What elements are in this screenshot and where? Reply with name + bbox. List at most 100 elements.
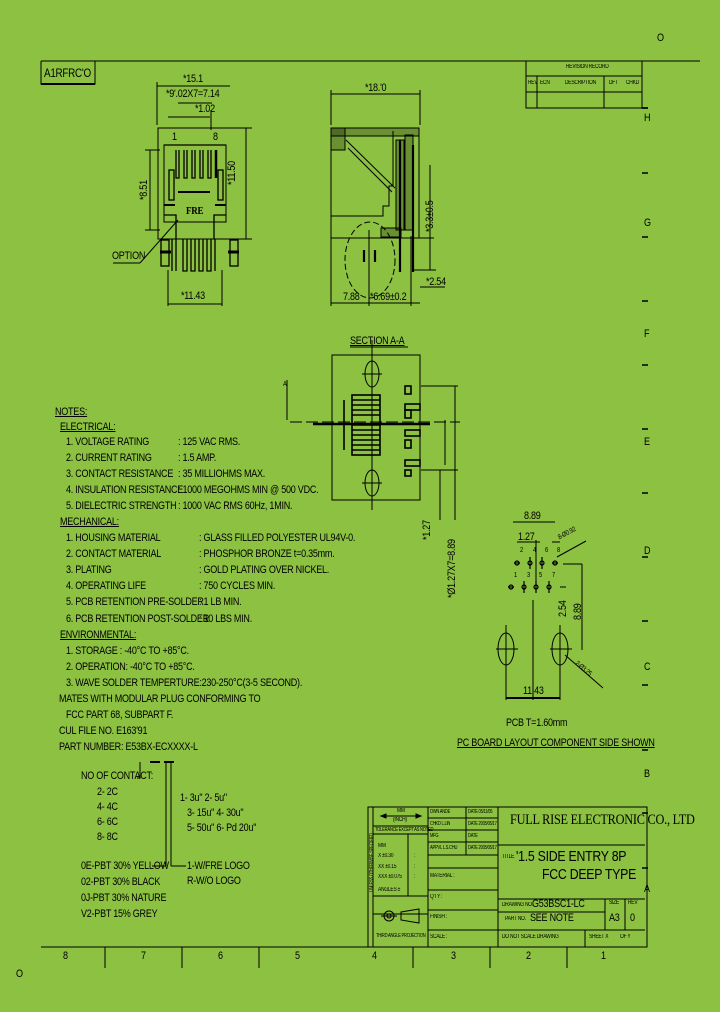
pcb-dim-span: 8.89 (524, 510, 541, 522)
tol-row-4: XXX ±0.075 (378, 874, 402, 880)
pin-label-1: 1 (172, 131, 177, 143)
mechanical-label-5: 5. PCB RETENTION PRE-SOLDER (66, 596, 204, 608)
mechanical-value-2: : PHOSPHOR BRONZE t=0.35mm. (199, 548, 335, 560)
dwn: DWN ANDE (430, 809, 451, 815)
material: MATERIAL : (430, 873, 455, 879)
pcb-caption: PC BOARD LAYOUT COMPONENT SIDE SHOWN (457, 737, 655, 749)
row-label-g: G (644, 217, 651, 229)
chkd: CHKD L.LIN (430, 821, 451, 827)
mates-line-1: MATES WITH MODULAR PLUG CONFORMING TO (59, 693, 261, 705)
revision-col-rev: REV (528, 80, 538, 86)
revision-col-ecn: ECN (540, 80, 550, 86)
notes-heading: NOTES: (55, 406, 88, 418)
mechanical-value-5: : 1 LB MIN. (199, 596, 242, 608)
environmental-item-1: 1. STORAGE : -40°C TO +85°C. (66, 645, 189, 657)
size-value: A3 (609, 912, 620, 924)
logo-option-1: 1-W/FRE LOGO (187, 860, 250, 872)
electrical-value-2: : 1.5 AMP. (178, 452, 217, 464)
option-label: OPTION (112, 250, 146, 262)
dim-height: *11.50 (226, 161, 238, 185)
contacts-option-2: 2- 2C (97, 786, 118, 798)
pcb-pin-3: 3 (527, 572, 530, 579)
pcb-pin-7: 7 (552, 572, 555, 579)
revision-col-description: DESCRIPTION (565, 80, 596, 86)
environmental-item-3: 3. WAVE SOLDER TEMPERTURE:230-250°C(3-5 … (66, 677, 303, 689)
mechanical-value-1: : GLASS FILLED POLYESTER UL94V-0. (199, 532, 356, 544)
pcb-pin-8: 8 (557, 547, 560, 554)
electrical-value-4: : 1000 MEGOHMS MIN @ 500 VDC. (178, 484, 319, 496)
mechanical-label-2: 2. CONTACT MATERIAL (66, 548, 162, 560)
row-label-f: F (644, 328, 650, 340)
col-label-8: 8 (63, 950, 68, 962)
col-label-5: 5 (295, 950, 300, 962)
tol-row-2: X ±0.30 (378, 853, 394, 859)
size-label: SIZE (609, 900, 619, 906)
sheet-number: SHEET X (589, 934, 609, 940)
rev-value: 0 (630, 912, 635, 924)
tol-row-2-value: : (414, 853, 416, 859)
tol-row-3: XX ±0.15 (378, 864, 397, 870)
corner-mark-bottom: O (16, 968, 23, 980)
pcb-dim-height: 8.89 (572, 603, 584, 620)
pcb-dim-pitch: 1.27 (518, 531, 535, 543)
row-label-h: H (644, 112, 651, 124)
contacts-option-4: 4- 4C (97, 801, 118, 813)
color-option-3: 0J-PBT 30% NATURE (81, 892, 167, 904)
environmental-item-2: 2. OPERATION: -40°C TO +85°C. (66, 661, 195, 673)
pcb-dim-row-gap: 2.54 (557, 600, 569, 617)
row-label-c: C (644, 661, 651, 673)
chkd-date: DATE 2005/05/17 (468, 821, 497, 827)
col-label-3: 3 (451, 950, 456, 962)
appr: APPVL L.S.CHU (430, 845, 458, 851)
drawing-no-label: DRAWING NO. (502, 902, 534, 908)
plating-options-3: 5- 50u" 6- Pd 20u" (187, 822, 257, 834)
color-option-2: 02-PBT 30% BLACK (81, 876, 161, 888)
col-label-2: 2 (526, 950, 531, 962)
mechanical-label-6: 6. PCB RETENTION POST-SOLDER (66, 613, 209, 625)
tol-row-4-value: : (414, 874, 416, 880)
contacts-label: NO OF CONTACT: (81, 770, 154, 782)
pcb-pin-6: 6 (545, 547, 548, 554)
tol-row-1: MM (378, 843, 386, 849)
mechanical-value-6: : 10 LBS MIN. (199, 613, 252, 625)
mechanical-value-4: : 750 CYCLES MIN. (199, 580, 276, 592)
color-option-4: V2-PBT 15% GREY (81, 908, 158, 920)
dwn-date: DATE 05/11/05 (468, 809, 493, 815)
scale: SCALE : (430, 934, 448, 940)
section-marker: A (283, 381, 287, 388)
part-no: SEE NOTE (530, 912, 574, 924)
sheet-of: OF Y (620, 934, 631, 940)
row-label-d: D (644, 545, 651, 557)
mechanical-heading: MECHANICAL: (60, 516, 119, 528)
pcb-thickness: PCB T=1.60mm (506, 717, 568, 729)
electrical-label-2: 2. CURRENT RATING (66, 452, 152, 464)
angles: ANGLES ± (378, 887, 401, 893)
title-label: TITLE (502, 854, 515, 860)
electrical-value-5: : 1000 VAC RMS 60Hz, 1MIN. (178, 500, 293, 512)
part-no-label: PART NO. (505, 916, 526, 922)
dim-width: *15.1 (183, 73, 203, 85)
dim-row: *1.27 (421, 520, 433, 540)
plating-options-2: 3- 15u" 4- 30u" (187, 807, 244, 819)
mfg: MFG (430, 833, 439, 839)
tolerance-label: TOLERANCE EXCEPT AS NOTED (375, 827, 434, 833)
electrical-label-1: 1. VOLTAGE RATING (66, 436, 150, 448)
do-not-scale: DO NOT SCALE DRAWING (502, 934, 559, 940)
dim-pitch: *9'.02X7=7.14 (166, 88, 220, 100)
electrical-heading: ELECTRICAL: (60, 421, 116, 433)
contacts-option-6: 6- 6C (97, 816, 118, 828)
plating-options-1: 1- 3u" 2- 5u" (180, 792, 227, 804)
col-label-7: 7 (141, 950, 146, 962)
dim-section-pitch: *Ø1.27X7=8.89 (446, 539, 458, 598)
dim-front: 7.88 (343, 291, 360, 303)
row-label-a: A (644, 883, 650, 895)
mechanical-label-4: 4. OPERATING LIFE (66, 580, 146, 592)
projection: THIRD ANGLE PROJECTION (376, 933, 426, 939)
pcb-pin-1: 1 (514, 572, 517, 579)
row-label-e: E (644, 436, 650, 448)
appr-date: DATE 2005/05/17 (468, 845, 497, 851)
row-label-b: B (644, 768, 650, 780)
mfg-date: DATE (468, 833, 478, 839)
electrical-label-4: 4. INSULATION RESISTANCE (66, 484, 184, 496)
